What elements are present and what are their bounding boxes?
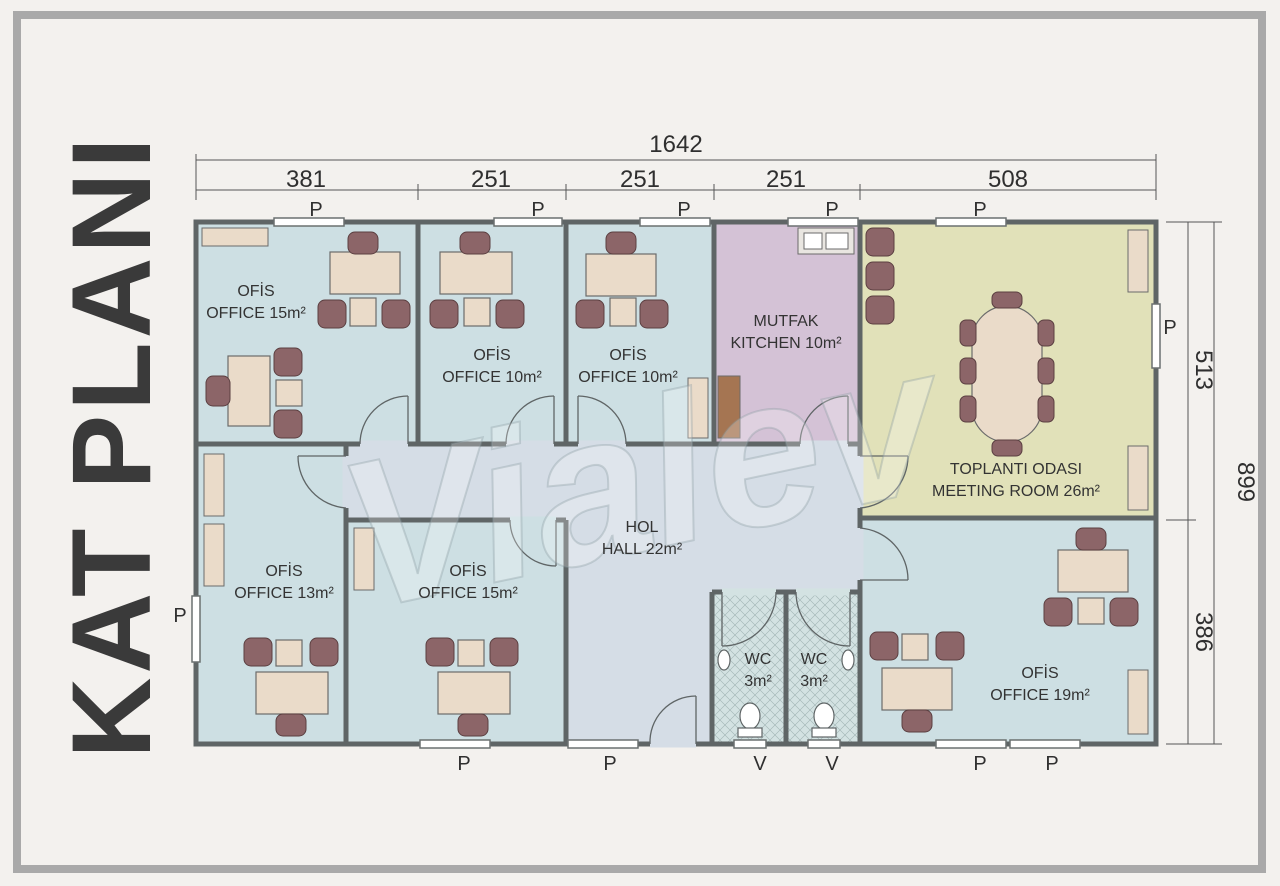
page-title: KAT PLANI: [49, 134, 174, 759]
door-openings: [342, 440, 864, 748]
window-label: P: [1163, 317, 1176, 339]
room-label-en: OFFICE 10m²: [578, 369, 678, 386]
room-label-tr: HOL: [626, 519, 659, 536]
window-label: P: [603, 753, 616, 775]
window-label: V: [753, 753, 767, 775]
room-label-en: OFFICE 15m²: [206, 305, 306, 322]
dimension-labels: 1642 381 251 251 251 508 899 513 386: [286, 131, 1259, 652]
room-label-en: KITCHEN 10m²: [730, 335, 842, 352]
door-swings: [297, 395, 909, 745]
window-label: P: [973, 753, 986, 775]
dim-right-upper: 513: [1190, 350, 1217, 390]
dim-seg-2: 251: [471, 166, 511, 193]
windows: [191, 217, 1161, 749]
window-label: P: [677, 199, 690, 221]
room-label-tr: OFİS: [1021, 663, 1058, 682]
room-label-en: OFFICE 13m²: [234, 585, 334, 602]
dim-seg-4: 251: [766, 166, 806, 193]
room-labels: OFİS OFFICE 15m² OFİS OFFICE 10m² OFİS O…: [206, 281, 1100, 704]
dim-seg-5: 508: [988, 166, 1028, 193]
room-label-en: HALL 22m²: [602, 541, 683, 558]
dim-right-total: 899: [1232, 462, 1259, 502]
room-label-en: OFFICE 10m²: [442, 369, 542, 386]
room-label-tr: MUTFAK: [754, 313, 819, 330]
dim-right-lower: 386: [1190, 612, 1217, 652]
room-label-tr: OFİS: [237, 281, 274, 300]
room-label-en: 3m²: [744, 673, 772, 690]
wc-fixtures: [717, 649, 855, 738]
floor-corridor: [346, 444, 860, 520]
room-label-tr: WC: [745, 651, 772, 668]
page-border: [13, 11, 1266, 873]
room-label-tr: OFİS: [265, 561, 302, 580]
room-label-en: MEETING ROOM 26m²: [932, 483, 1101, 500]
dim-seg-3: 251: [620, 166, 660, 193]
room-label-en: 3m²: [800, 673, 828, 690]
room-label-en: OFFICE 15m²: [418, 585, 518, 602]
room-label-tr: OFİS: [449, 561, 486, 580]
room-label-en: OFFICE 19m²: [990, 687, 1090, 704]
room-label-tr: WC: [801, 651, 828, 668]
window-label: P: [825, 199, 838, 221]
room-label-tr: OFİS: [473, 345, 510, 364]
room-label-tr: OFİS: [609, 345, 646, 364]
window-label: P: [531, 199, 544, 221]
chairs: [205, 227, 1139, 737]
window-label: P: [973, 199, 986, 221]
window-labels: P P P P P P P P P V V P P: [173, 199, 1176, 775]
dim-seg-1: 381: [286, 166, 326, 193]
window-label: V: [825, 753, 839, 775]
window-label: P: [1045, 753, 1058, 775]
room-label-tr: TOPLANTI ODASI: [950, 461, 1082, 478]
dim-total: 1642: [649, 131, 702, 158]
window-label: P: [173, 605, 186, 627]
tables: [227, 251, 1129, 715]
window-label: P: [457, 753, 470, 775]
window-label: P: [309, 199, 322, 221]
cabinets: [201, 227, 1149, 735]
dimension-lines: [195, 154, 1222, 745]
